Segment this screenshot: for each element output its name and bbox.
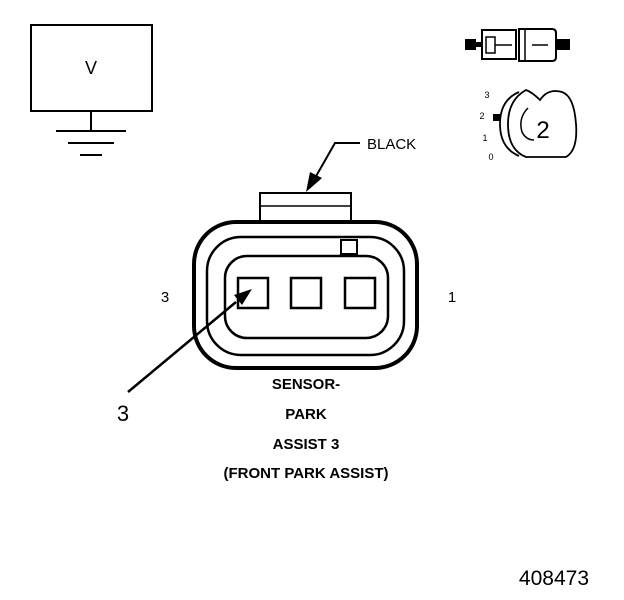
caption-line-2: PARK: [285, 406, 327, 423]
voltmeter-label: V: [85, 58, 97, 78]
connector-probe-icon: [465, 28, 570, 62]
voltmeter-symbol: V: [30, 24, 153, 156]
wire-color-label: BLACK: [367, 136, 416, 153]
caption-line-3: ASSIST 3: [273, 436, 340, 453]
figure-number: 408473: [519, 567, 589, 590]
connector-face: 3 1: [161, 192, 456, 370]
voltmeter-box: [30, 24, 153, 112]
pin-callout: 3: [117, 289, 252, 426]
cavity-pin-2: [289, 276, 323, 310]
pin-label-right: 1: [448, 289, 456, 306]
selector-scale-1: 1: [482, 133, 487, 143]
connector-key-notch: [340, 239, 358, 255]
selector-scale-2: 2: [479, 111, 484, 121]
caption-line-1: SENSOR-: [272, 376, 340, 393]
wire-color-callout: BLACK: [306, 136, 416, 192]
connector-inner-face: [223, 254, 390, 340]
selector-scale-0: 0: [488, 152, 493, 162]
connector-caption: SENSOR- PARK ASSIST 3 (FRONT PARK ASSIST…: [224, 376, 389, 482]
connector-shell-inner: [205, 235, 406, 357]
connector-lock-tab: [259, 192, 352, 225]
selector-scale-3: 3: [484, 90, 489, 100]
caption-line-4: (FRONT PARK ASSIST): [224, 465, 389, 482]
selector-position: 2: [536, 117, 549, 144]
pin-callout-label: 3: [117, 401, 129, 426]
pin-label-left: 3: [161, 289, 169, 306]
rotary-selector-icon: 3 2 1 0 2: [479, 89, 578, 162]
cavity-pin-1: [343, 276, 377, 310]
